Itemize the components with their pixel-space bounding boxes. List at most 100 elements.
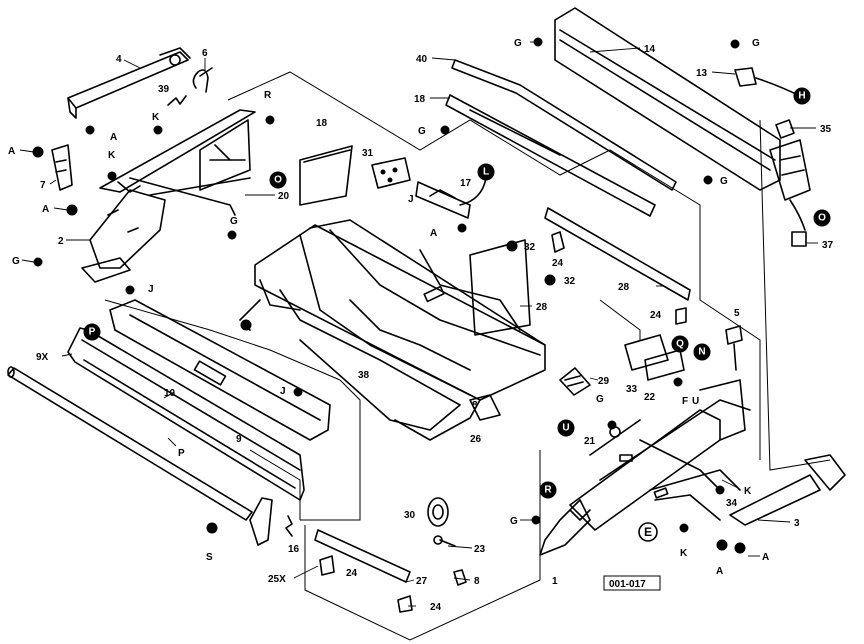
part-24-clip-upper	[551, 231, 565, 253]
label-8: 8	[474, 576, 480, 587]
label-17: 17	[460, 178, 472, 189]
label-24: 24	[650, 310, 662, 321]
svg-text:U: U	[562, 423, 569, 434]
part-17-clamp	[415, 177, 487, 219]
label-f: F	[682, 396, 688, 407]
label-13: 13	[696, 68, 708, 79]
part-9-channel	[109, 299, 331, 441]
label-27: 27	[416, 576, 428, 587]
callout-h: H	[793, 87, 811, 105]
label-2: 2	[58, 236, 64, 247]
part-14-rail	[554, 7, 781, 191]
part-31-block	[371, 157, 411, 189]
part-2-side-plate	[81, 189, 166, 283]
part-40-rail	[451, 59, 677, 191]
part-30-roller	[427, 497, 449, 527]
label-k: K	[108, 150, 116, 161]
label-s: S	[206, 552, 213, 563]
label-g: G	[230, 216, 238, 227]
label-28: 28	[536, 302, 548, 313]
label-6: 6	[202, 48, 208, 59]
assembly-boundary-lines	[104, 71, 831, 641]
label-k: K	[744, 486, 752, 497]
label-38: 38	[358, 370, 370, 381]
part-8-shaft	[7, 366, 253, 521]
part-5-spring	[725, 325, 743, 371]
part-s-screw-bracket	[249, 497, 273, 546]
label-3: 3	[794, 518, 800, 529]
label-18: 18	[316, 118, 328, 129]
label-g: G	[418, 126, 426, 137]
drawing-code-box: 001-017	[603, 575, 661, 591]
label-22: 22	[644, 392, 656, 403]
label-28: 28	[618, 282, 630, 293]
callout-r: R	[539, 481, 557, 499]
part-24-clip-lower-b	[397, 595, 413, 613]
part-13-sensor-cable	[734, 67, 801, 97]
label-k: K	[152, 112, 160, 123]
label-g: G	[510, 516, 518, 527]
label-g: G	[596, 394, 604, 405]
part-labels: 4 6 39 R K A A K 7 A 2 G 20 G 18 3 1 J 17…	[8, 38, 834, 613]
label-24: 24	[552, 258, 564, 269]
svg-text:N: N	[698, 347, 705, 358]
part-9x-rail	[67, 327, 305, 501]
svg-text:R: R	[544, 485, 552, 496]
label-35: 35	[820, 124, 832, 135]
label-20: 20	[278, 191, 290, 202]
label-10: 10	[164, 388, 176, 399]
callout-q: Q	[671, 335, 689, 353]
part-24-clip-lower-a	[319, 555, 335, 576]
label-14: 14	[644, 44, 656, 55]
label-7: 7	[40, 180, 46, 191]
connector-callouts: O L O H P Q N U	[83, 87, 831, 499]
label-21: 21	[584, 436, 596, 447]
part-24-clip-right	[675, 307, 687, 325]
callout-u: U	[557, 419, 575, 437]
part-1-plate	[539, 499, 591, 556]
label-37: 37	[822, 240, 834, 251]
part-39-spring	[167, 95, 187, 106]
label-32: 32	[524, 242, 536, 253]
svg-text:L: L	[483, 167, 489, 178]
label-a: A	[430, 228, 437, 239]
label-a: A	[42, 204, 49, 215]
part-28-rail	[544, 207, 691, 301]
label-16: 16	[288, 544, 300, 555]
part-22-switch	[644, 349, 685, 381]
label-23: 23	[474, 544, 486, 555]
label-39: 39	[158, 84, 170, 95]
lower-right-frame	[569, 379, 751, 531]
left-frame-arm	[99, 109, 256, 216]
svg-text:O: O	[274, 175, 282, 186]
label-1: 1	[552, 576, 558, 587]
label-33: 33	[626, 384, 638, 395]
central-frame	[239, 219, 546, 441]
part-7-bracket	[51, 144, 73, 191]
part-33-switch	[624, 334, 669, 371]
label-32: 32	[564, 276, 576, 287]
part-27-plate	[314, 529, 411, 583]
part-16-spring	[285, 515, 293, 537]
part-18-panel	[299, 145, 353, 206]
label-9x: 9X	[36, 352, 49, 363]
label-k: K	[680, 548, 688, 559]
label-30: 30	[404, 510, 416, 521]
part-37-block	[791, 231, 807, 247]
label-a: A	[110, 132, 117, 143]
callout-o-right: O	[813, 209, 831, 227]
label-9: 9	[236, 434, 242, 445]
part-18-rail	[445, 94, 656, 217]
leader-lines	[19, 41, 818, 607]
label-4: 4	[116, 54, 122, 65]
label-j: J	[148, 284, 154, 295]
label-g: G	[752, 38, 760, 49]
screw-fasteners	[32, 37, 746, 554]
part-8-nut	[453, 569, 467, 586]
svg-text:P: P	[89, 327, 96, 338]
label-a: A	[716, 566, 723, 577]
part-3-bracket	[729, 454, 846, 526]
svg-text:Q: Q	[676, 339, 684, 350]
callout-o-upper-left: O	[269, 171, 287, 189]
